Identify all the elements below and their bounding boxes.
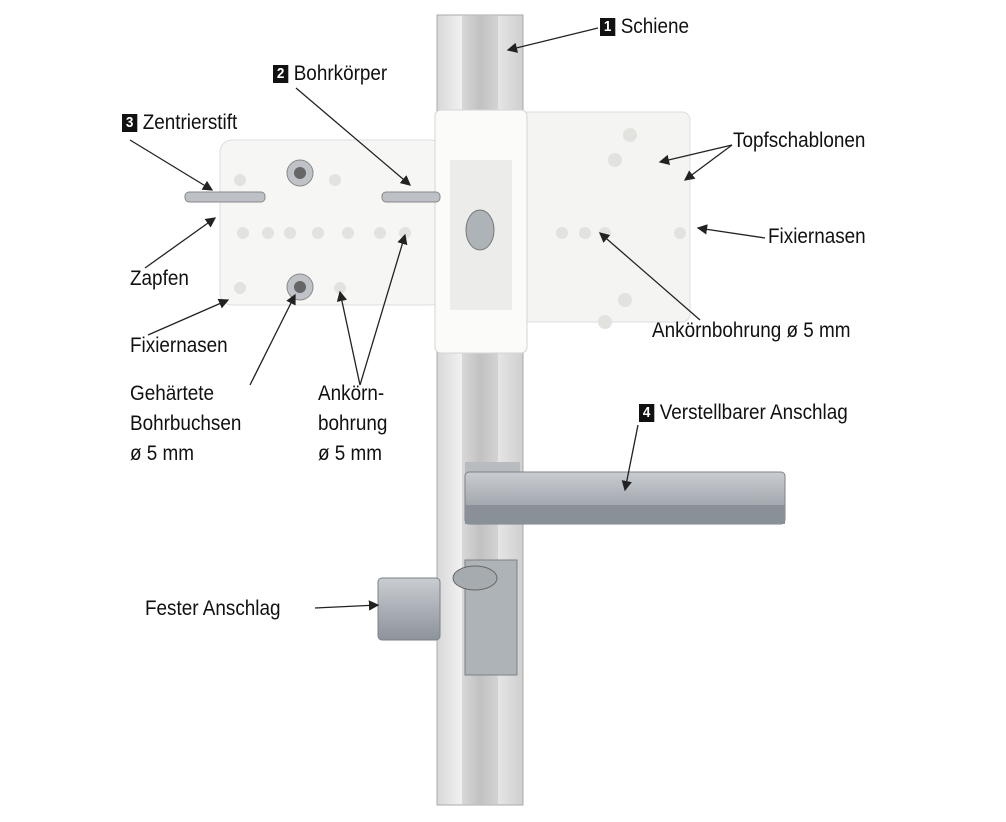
label-ankoernbohrung-left: Ankörn- bohrung ø 5 mm	[318, 379, 387, 469]
label-number: 2	[273, 65, 289, 83]
leader-lines	[129, 27, 766, 611]
label-line: ø 5 mm	[130, 442, 195, 465]
label-fixiernasen-left: Fixiernasen	[130, 334, 228, 357]
label-text: Verstellbarer Anschlag	[659, 401, 848, 424]
label-number: 1	[600, 18, 616, 36]
label-bohrbuchsen: Gehärtete Bohrbuchsen ø 5 mm	[130, 379, 241, 469]
label-line: ø 5 mm	[318, 442, 383, 465]
label-line: Bohrbuchsen	[130, 412, 242, 435]
label-ankoernbohrung-right: Ankörnbohrung ø 5 mm	[652, 319, 851, 342]
label-line: bohrung	[318, 412, 388, 435]
label-zapfen: Zapfen	[130, 267, 189, 290]
label-line: Ankörn-	[318, 382, 385, 405]
label-fester-anschlag: Fester Anschlag	[145, 597, 281, 620]
label-number: 4	[639, 404, 655, 422]
label-text: Zentrierstift	[142, 111, 238, 134]
fixed-stop	[377, 559, 518, 676]
label-text: Bohrkörper	[293, 62, 388, 85]
label-text: Schiene	[620, 15, 690, 38]
adjustable-stop	[464, 462, 786, 525]
label-number: 3	[122, 114, 138, 132]
label-line: Gehärtete	[130, 382, 215, 405]
label-topfschablonen: Topfschablonen	[733, 129, 866, 152]
label-fixiernasen-right: Fixiernasen	[768, 225, 866, 248]
drill-body	[184, 109, 691, 354]
